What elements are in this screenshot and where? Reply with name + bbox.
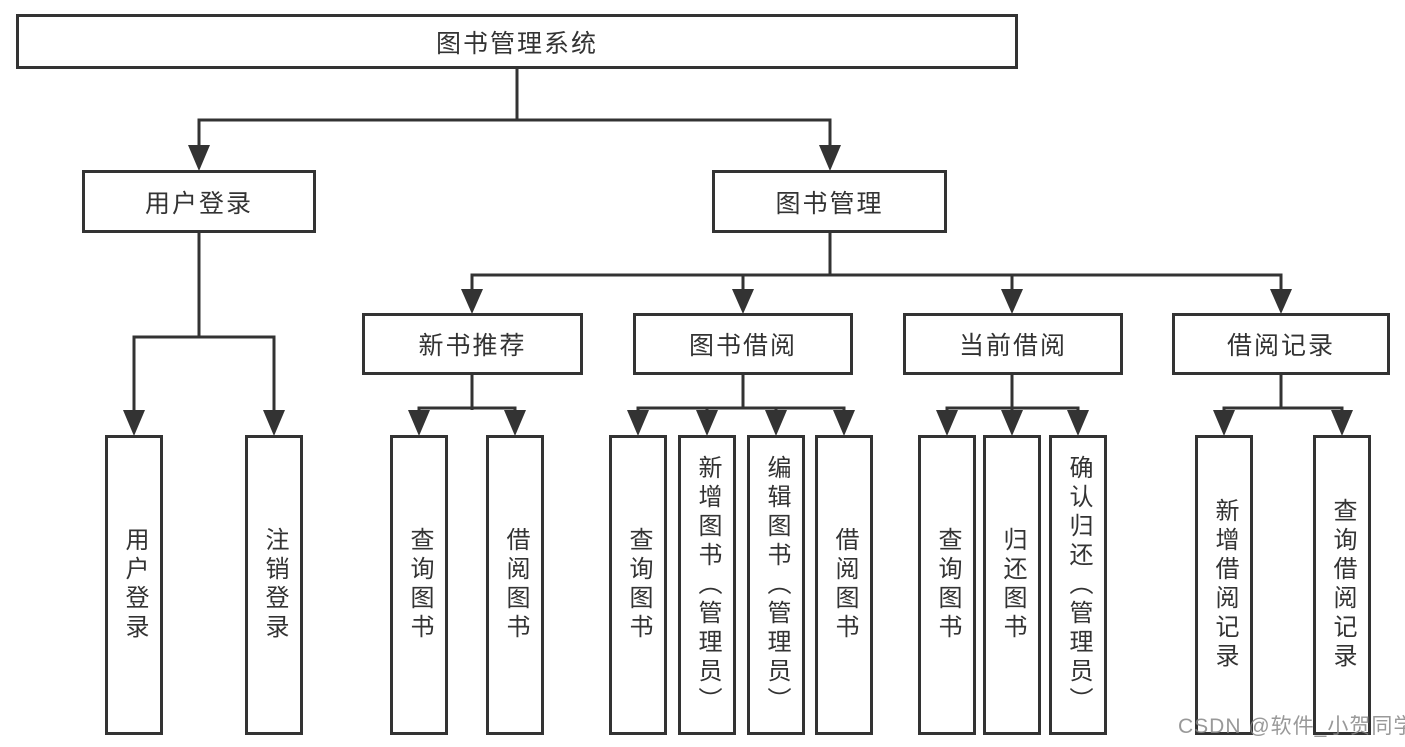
leaf-query-borrow-record: 查询借阅记录 bbox=[1313, 435, 1371, 735]
connector-book-management-branch bbox=[470, 233, 1283, 291]
leaf-return-book: 归还图书 bbox=[983, 435, 1041, 735]
connector-root-branch bbox=[197, 69, 832, 147]
node-current-borrowing: 当前借阅 bbox=[903, 313, 1123, 375]
leaf-add-borrow-record: 新增借阅记录 bbox=[1195, 435, 1253, 735]
connector-user-login-branch bbox=[132, 233, 276, 412]
leaf-query-books-borrowing: 查询图书 bbox=[609, 435, 667, 735]
arrowhead-icons bbox=[123, 145, 1353, 436]
node-book-management: 图书管理 bbox=[712, 170, 947, 233]
node-borrowing-records: 借阅记录 bbox=[1172, 313, 1390, 375]
leaf-query-books-recommend: 查询图书 bbox=[390, 435, 448, 735]
csdn-watermark: CSDN @软件_小贺同学 bbox=[1178, 715, 1405, 738]
leaf-query-books-current: 查询图书 bbox=[918, 435, 976, 735]
leaf-confirm-return-admin: 确认归还（管理员） bbox=[1049, 435, 1107, 735]
node-root: 图书管理系统 bbox=[16, 14, 1018, 69]
leaf-user-login: 用户登录 bbox=[105, 435, 163, 735]
leaf-borrow-books-borrowing: 借阅图书 bbox=[815, 435, 873, 735]
node-new-book-recommend: 新书推荐 bbox=[362, 313, 583, 375]
leaf-logout: 注销登录 bbox=[245, 435, 303, 735]
leaf-borrow-books-recommend: 借阅图书 bbox=[486, 435, 544, 735]
connector-level3-branches bbox=[417, 375, 1344, 412]
node-book-borrowing: 图书借阅 bbox=[633, 313, 853, 375]
leaf-edit-book-admin: 编辑图书（管理员） bbox=[747, 435, 805, 735]
leaf-add-book-admin: 新增图书（管理员） bbox=[678, 435, 736, 735]
node-user-login: 用户登录 bbox=[82, 170, 316, 233]
